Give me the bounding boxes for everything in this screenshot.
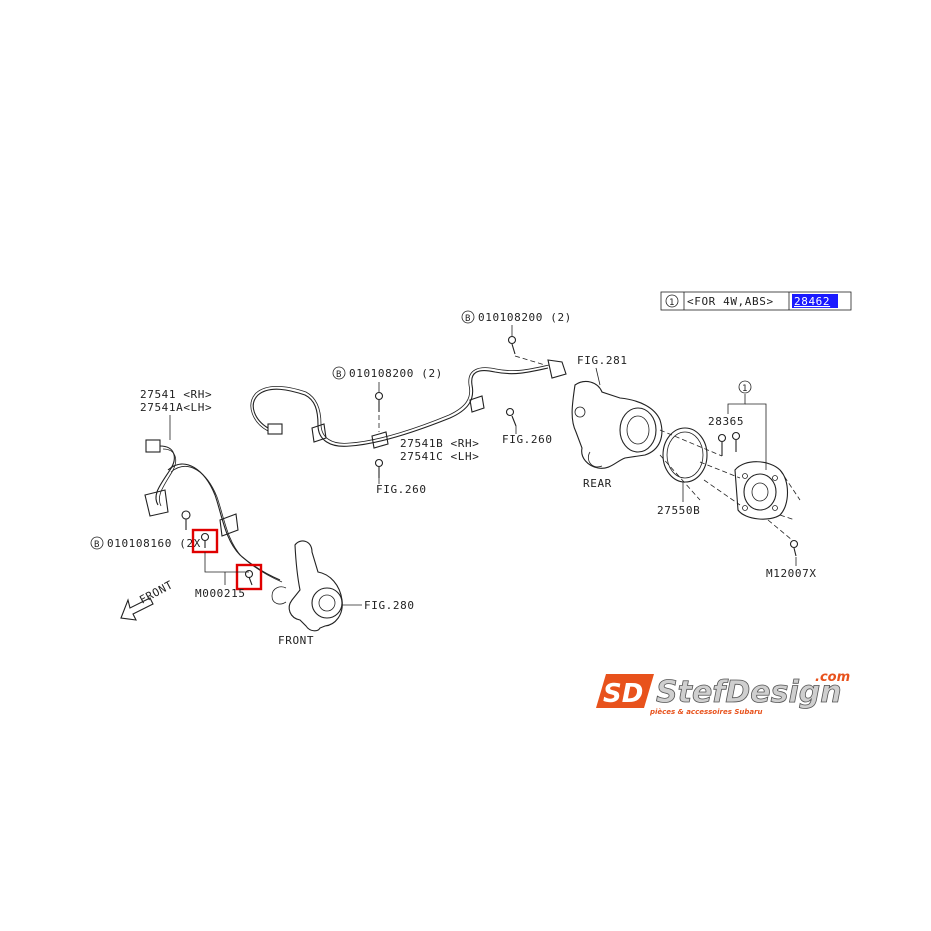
- front-bolt-marker: B: [94, 540, 100, 550]
- rear-harness-rh-label: 27541B <RH>: [400, 437, 479, 450]
- rear-hub-group: 1 28365 27550B M12007X: [657, 380, 817, 580]
- front-clip-label: M000215: [195, 587, 246, 600]
- logo-tagline: pièces & accessoires Subaru: [649, 708, 763, 716]
- rear-harness-lh-label: 27541C <LH>: [400, 450, 479, 463]
- rear-hub-ref: 1: [742, 384, 748, 394]
- front-sensor-clip: [219, 513, 239, 537]
- logo-word: StefDesign: [656, 675, 842, 710]
- stefdesign-logo[interactable]: SD StefDesign .com pièces & accessoires …: [596, 670, 850, 716]
- rear-knuckle-fig-label[interactable]: FIG.281: [577, 354, 628, 367]
- front-knuckle: FIG.280 FRONT: [271, 540, 415, 647]
- front-sensor-group: 27541 <RH> 27541A<LH> B 010108160 (2X M0…: [90, 388, 283, 621]
- condition-circle-ref: 1: [669, 298, 675, 308]
- front-sensor-lh-label: 27541A<LH>: [140, 401, 212, 414]
- rear-harness-group: B 010108200 (2) 27541B <RH> 27541C <LH> …: [250, 359, 567, 496]
- fig-260-lower-label[interactable]: FIG.260: [376, 483, 427, 496]
- front-sensor-connector: [145, 439, 161, 453]
- front-knuckle-fig-label[interactable]: FIG.280: [364, 599, 415, 612]
- rear-screw-label: M12007X: [766, 567, 817, 580]
- mid-bolt-label: 010108200 (2): [349, 367, 443, 380]
- highlight-ref-bg: [792, 294, 838, 308]
- rear-hub: [734, 461, 789, 520]
- rear-sensor-head: [547, 359, 567, 379]
- condition-text: <FOR 4W,ABS>: [687, 295, 774, 308]
- logo-mark-bg: [596, 674, 654, 708]
- top-bolt-group: B 010108200 (2): [461, 310, 572, 366]
- front-arrow-label: FRONT: [137, 578, 175, 606]
- front-sensor-rh-label: 27541 <RH>: [140, 388, 212, 401]
- front-sensor-bracket: [144, 489, 169, 517]
- rear-hub-bolt-label: 28365: [708, 415, 744, 428]
- front-knuckle-label: FRONT: [278, 634, 314, 647]
- mid-bolt-marker: B: [336, 370, 342, 380]
- tone-ring: [662, 427, 708, 483]
- highlight-sensor-2[interactable]: [235, 563, 263, 591]
- front-bolt-label: 010108160 (2X: [107, 537, 201, 550]
- top-bolt-label: 010108200 (2): [478, 311, 572, 324]
- condition-box: 1 <FOR 4W,ABS> 28462: [660, 291, 852, 311]
- highlight-ref-link[interactable]: 28462: [794, 295, 830, 308]
- rear-knuckle-label: REAR: [583, 477, 612, 490]
- logo-mark: SD: [603, 679, 643, 709]
- front-direction-arrow: FRONT: [120, 578, 175, 621]
- rear-knuckle: FIG.281 REAR: [571, 354, 663, 490]
- fig-260-right-label[interactable]: FIG.260: [502, 433, 553, 446]
- rear-ring-label: 27550B: [657, 504, 700, 517]
- logo-domain: .com: [815, 670, 850, 685]
- rear-harness-connector: [267, 423, 283, 435]
- top-bolt-marker: B: [465, 314, 471, 324]
